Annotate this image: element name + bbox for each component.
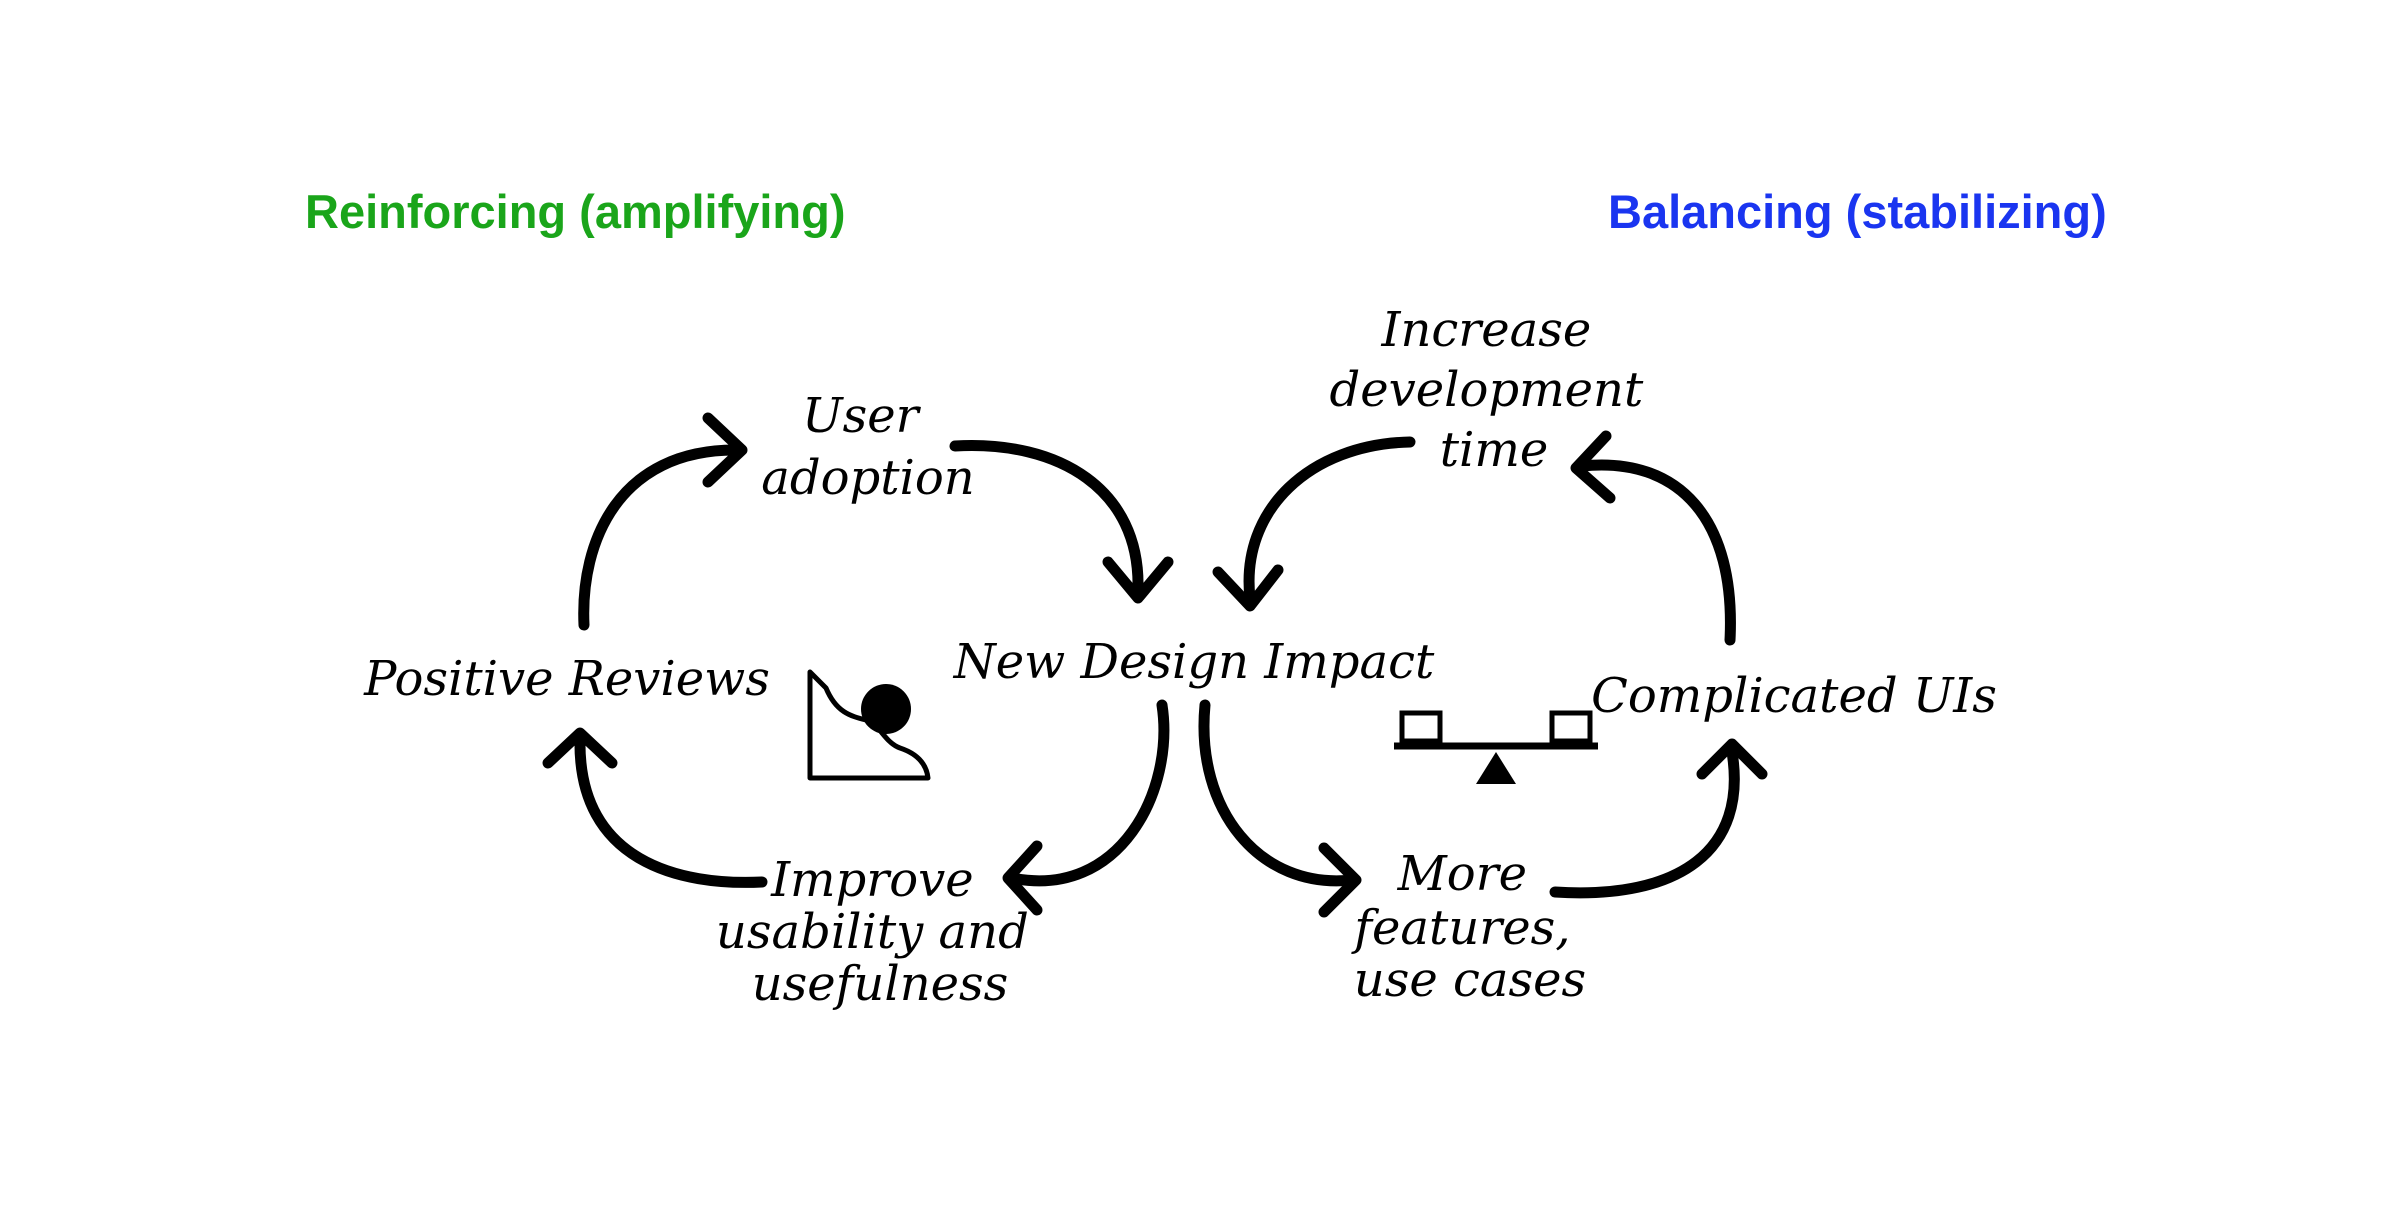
node-more-features: More features, use cases bbox=[1351, 846, 1586, 1008]
node-improve-usability-line: usability and bbox=[716, 904, 1029, 960]
node-improve-usability: Improve usability and usefulness bbox=[716, 852, 1044, 1012]
node-increase-dev-time-line: development bbox=[1329, 362, 1643, 418]
arrow-impact-to-improve bbox=[1002, 699, 1170, 916]
node-complicated-uis: Complicated UIs bbox=[1591, 668, 1997, 724]
node-user-adoption-line: User bbox=[802, 388, 921, 444]
arrow-more-features-to-complicated bbox=[1549, 738, 1768, 899]
node-increase-dev-time-line: Increase bbox=[1380, 302, 1591, 358]
balancing-loop-title: Balancing (stabilizing) bbox=[1608, 185, 2107, 238]
arrow-reviews-to-user-adoption bbox=[578, 412, 748, 631]
reinforcing-loop-title: Reinforcing (amplifying) bbox=[305, 185, 846, 238]
node-new-design-impact: New Design Impact bbox=[953, 634, 1435, 690]
arrow-complicated-to-dev-time bbox=[1570, 430, 1736, 646]
seesaw-balance-icon bbox=[1394, 710, 1598, 784]
arrow-improve-to-reviews bbox=[542, 727, 768, 888]
node-user-adoption-line: adoption bbox=[761, 450, 974, 506]
node-more-features-line: More bbox=[1397, 846, 1527, 902]
node-increase-dev-time-line: time bbox=[1440, 422, 1549, 478]
arrow-user-adoption-to-impact bbox=[949, 440, 1174, 604]
arrow-dev-time-to-impact bbox=[1212, 436, 1416, 612]
node-user-adoption: User adoption bbox=[761, 388, 974, 506]
node-positive-reviews: Positive Reviews bbox=[363, 651, 770, 707]
node-more-features-line: features, bbox=[1351, 900, 1570, 956]
node-improve-usability-line: Improve bbox=[770, 852, 974, 908]
snowball-rolling-downhill-icon bbox=[807, 669, 931, 781]
node-increase-dev-time: Increase development time bbox=[1329, 302, 1658, 478]
node-more-features-line: use cases bbox=[1354, 952, 1586, 1008]
arrow-impact-to-more-features bbox=[1198, 699, 1362, 918]
node-improve-usability-line: usefulness bbox=[752, 956, 1009, 1012]
